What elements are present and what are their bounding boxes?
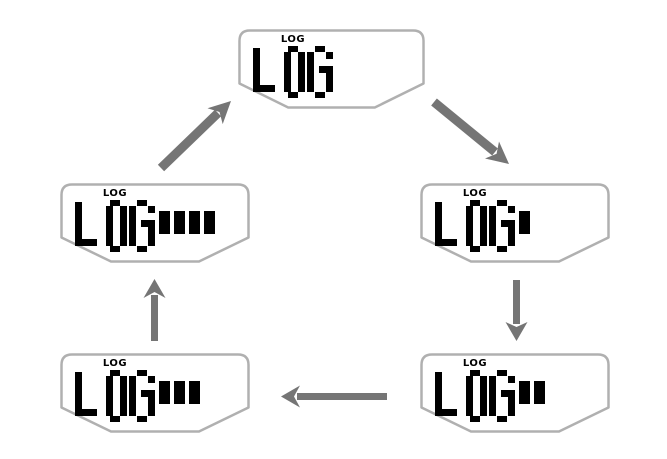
- memory-bar: [189, 211, 200, 234]
- memory-bar: [174, 381, 185, 404]
- log-indicator-label: LOG: [280, 34, 306, 45]
- log-display-text: [75, 200, 155, 252]
- memory-bar: [189, 381, 200, 404]
- log-display-text: [435, 200, 515, 252]
- flow-arrow-down-right: [431, 98, 509, 164]
- memory-bar: [174, 211, 185, 234]
- log-display-text: [435, 370, 515, 422]
- log-indicator-label: LOG: [462, 188, 488, 199]
- log-indicator-label: LOG: [102, 188, 128, 199]
- log-indicator-label: LOG: [102, 358, 128, 369]
- lcd-display-state-3: LOG: [60, 353, 250, 433]
- flow-arrow-left: [281, 385, 387, 408]
- lcd-display-state-4: LOG: [60, 183, 250, 263]
- memory-bar-row: [519, 211, 530, 234]
- flow-arrow-up-right: [157, 101, 231, 172]
- memory-bar: [159, 381, 170, 404]
- memory-bar: [534, 381, 545, 404]
- memory-bar: [519, 211, 530, 234]
- log-display-text: [75, 370, 155, 422]
- lcd-display-state-1: LOG: [420, 183, 610, 263]
- memory-bar-row: [159, 381, 200, 404]
- lcd-display-state-2: LOG: [420, 353, 610, 433]
- flow-arrow-down: [505, 280, 528, 341]
- memory-bar-row: [159, 211, 215, 234]
- memory-bar: [519, 381, 530, 404]
- log-display-text: [253, 46, 333, 98]
- memory-bar: [159, 211, 170, 234]
- memory-bar: [204, 211, 215, 234]
- lcd-display-state-0: LOG: [238, 29, 425, 109]
- flow-arrow-up: [143, 279, 166, 341]
- memory-bar-row: [519, 381, 545, 404]
- log-indicator-label: LOG: [462, 358, 488, 369]
